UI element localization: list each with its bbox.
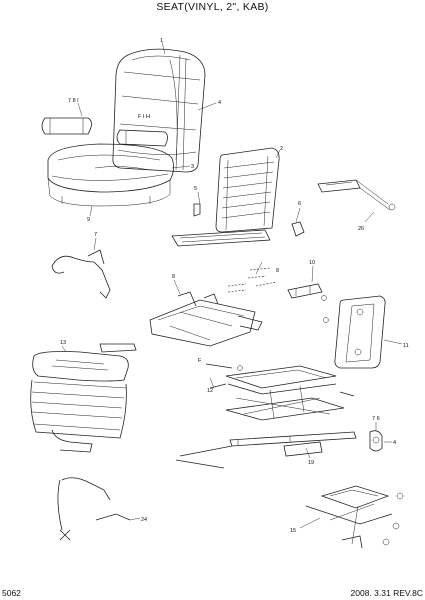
callout-13: 13 (60, 340, 66, 346)
control-cable (57, 477, 141, 541)
seat-belt (51, 237, 111, 299)
mounting-plate (334, 295, 403, 369)
seat-cushion (47, 143, 191, 217)
lever-assembly (287, 265, 329, 323)
callout-12: 12 (207, 388, 213, 394)
diagram-title: SEAT(VINYL, 2", KAB) (156, 1, 269, 13)
callout-9: 9 (87, 217, 90, 223)
spring-set (227, 261, 277, 293)
svg-text:2: 2 (280, 146, 283, 152)
armrest-left: 7 8 I (41, 98, 92, 135)
adjust-knob: 7 6 4 (369, 416, 396, 452)
slide-mechanism: 8 (149, 274, 263, 347)
callout-8: 8 (276, 268, 279, 274)
callout-6: 6 (298, 201, 301, 207)
guide-rail (317, 179, 396, 223)
svg-text:F I H: F I H (138, 114, 150, 120)
page-number: 5062 (2, 588, 21, 598)
svg-text:7 8 I: 7 8 I (68, 98, 79, 104)
svg-text:8: 8 (172, 274, 175, 280)
revision-date: 2008. 3.31 REV.8C (350, 588, 423, 598)
callout-11: 11 (403, 343, 409, 349)
callout-3: 3 (191, 164, 194, 170)
callout-15: 15 (290, 528, 296, 534)
svg-text:F: F (198, 358, 202, 364)
suspension-cover (30, 343, 137, 453)
callout-26: 26 (358, 226, 364, 232)
backrest-frame: 2 (171, 146, 305, 247)
callout-24: 24 (141, 517, 147, 523)
callout-19: 19 (308, 460, 314, 466)
lower-frame (299, 485, 404, 549)
callout-10: 10 (309, 260, 315, 266)
callout-7: 7 (94, 232, 97, 238)
callout-1: 1 (160, 38, 163, 44)
svg-text:4: 4 (393, 440, 396, 446)
callout-5: 5 (194, 186, 197, 192)
armrest-right (116, 129, 168, 147)
suspension-frame: F (198, 358, 355, 421)
callout-4: 4 (218, 100, 221, 106)
shock-absorber (175, 431, 357, 469)
svg-text:7 6: 7 6 (372, 416, 380, 422)
backrest-assembly: F I H (112, 41, 217, 173)
